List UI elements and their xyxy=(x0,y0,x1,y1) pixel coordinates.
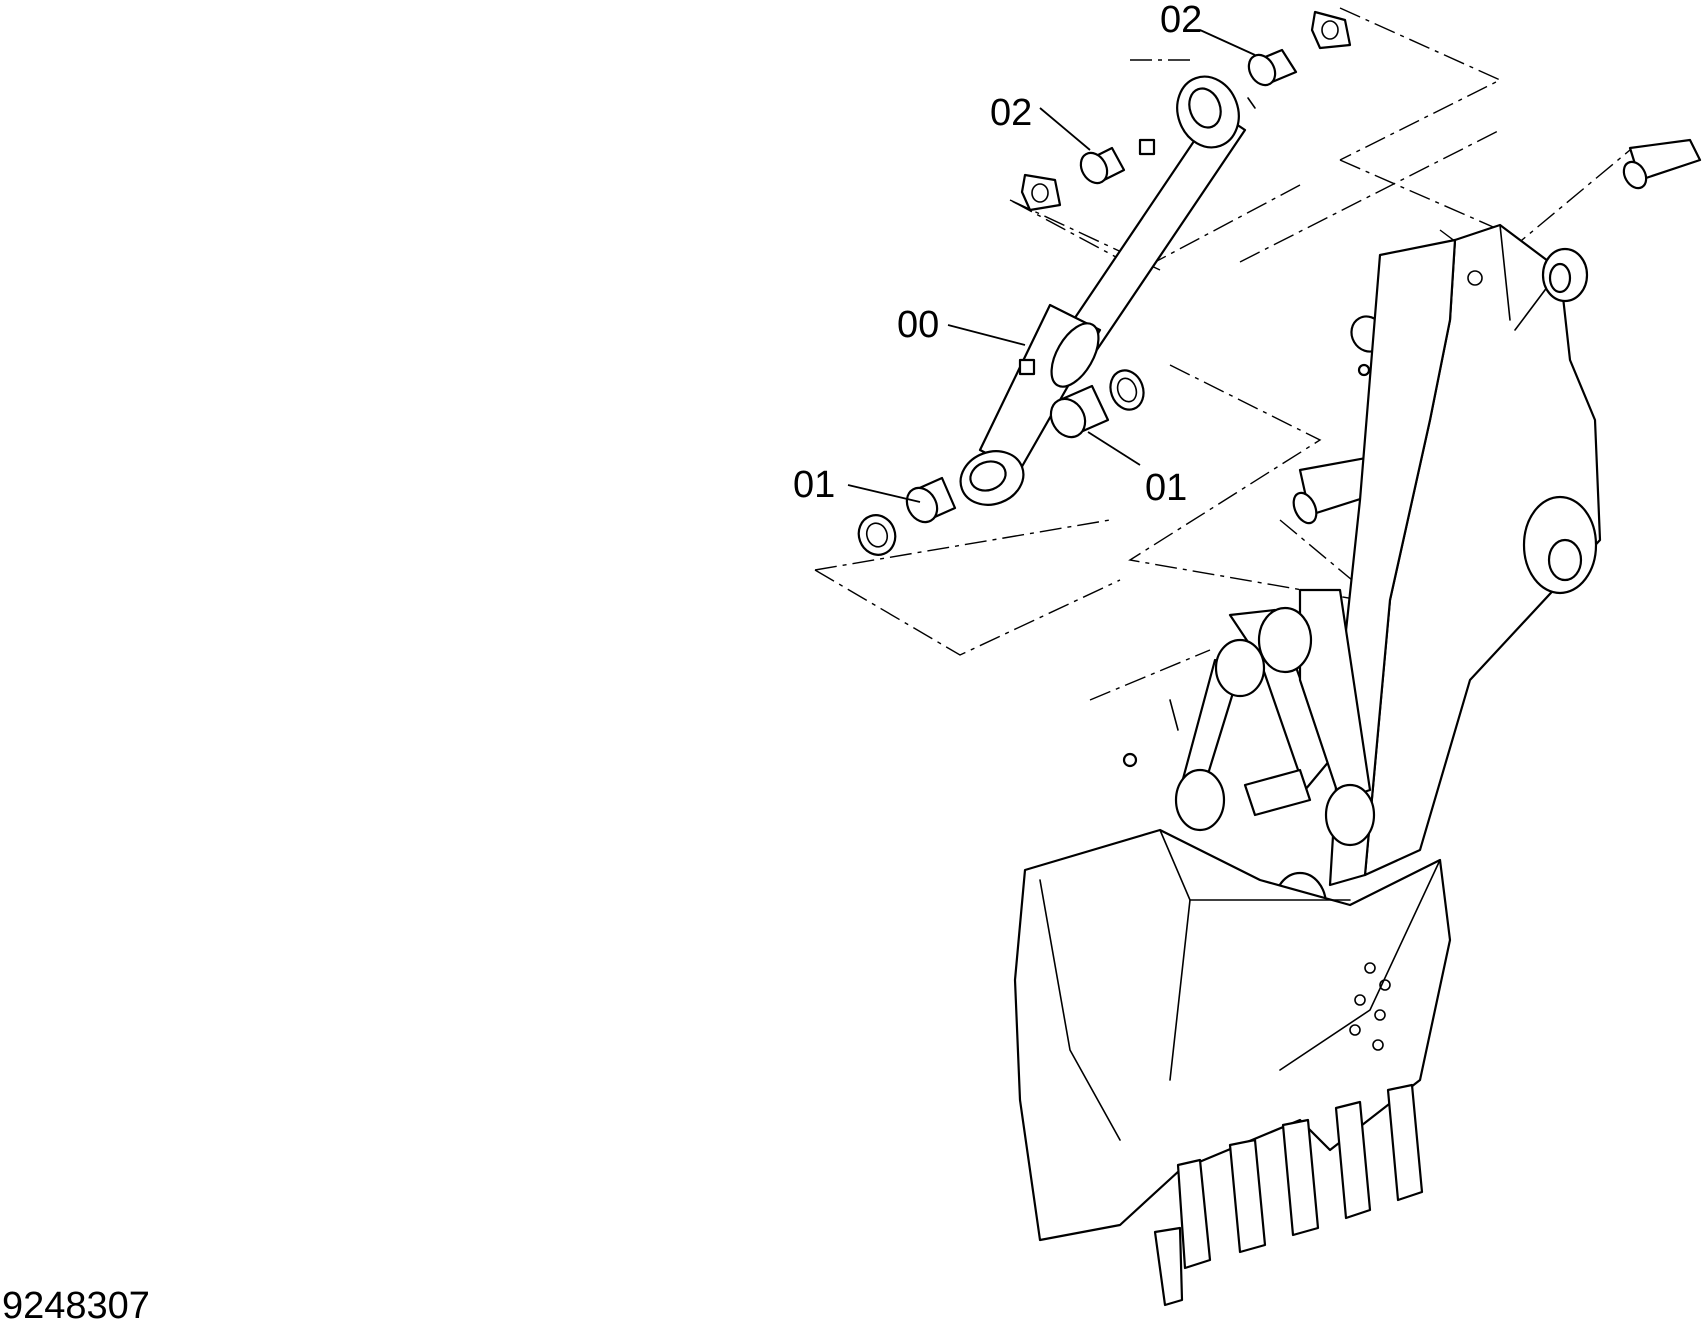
bushing-02-lower xyxy=(1079,146,1126,185)
callout-01-left: 01 xyxy=(793,464,921,506)
callout-01-right: 01 xyxy=(1087,431,1187,509)
assembly-lines xyxy=(814,7,1631,701)
bucket xyxy=(1013,828,1452,1307)
bushings xyxy=(905,48,1298,524)
callout-label: 01 xyxy=(793,464,835,506)
shims xyxy=(857,10,1352,556)
callout-02-left: 02 xyxy=(990,92,1091,151)
callout-label: 00 xyxy=(897,304,939,346)
callout-02-top: 02 xyxy=(1160,0,1256,56)
bucket-cylinder xyxy=(959,75,1256,506)
callout-00: 00 xyxy=(897,304,1026,346)
pins xyxy=(1122,138,1702,768)
callout-label: 01 xyxy=(1145,467,1187,509)
bushing-01-right xyxy=(1049,384,1110,439)
callout-label: 02 xyxy=(990,92,1032,134)
bushing-01-left xyxy=(905,476,957,524)
callout-label: 02 xyxy=(1160,0,1202,41)
arm xyxy=(1328,223,1602,887)
bushing-02-upper xyxy=(1247,48,1298,87)
figure-number: 9248307 xyxy=(2,1285,150,1324)
